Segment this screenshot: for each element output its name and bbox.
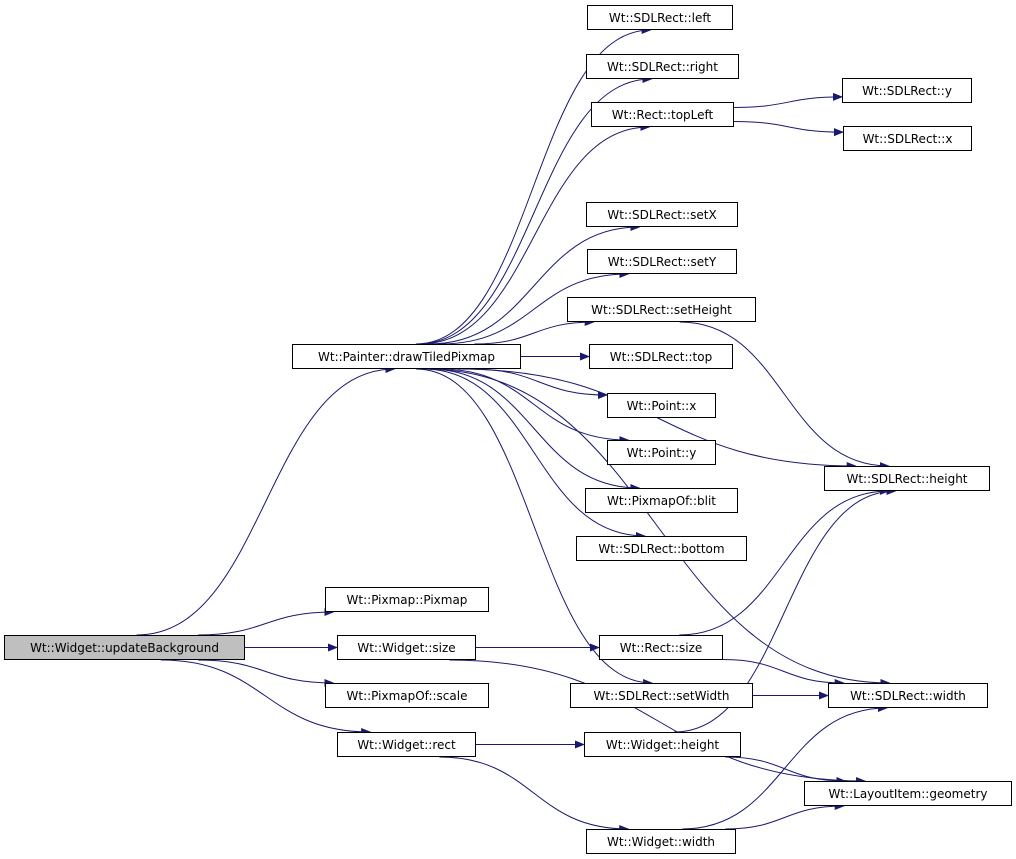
- edge-drawTiledPixmap-to-pointY: [439, 368, 630, 444]
- edge-drawTiledPixmap-to-sdlRight: [417, 75, 653, 345]
- edge-widgetSize-to-layoutGeometry: [449, 659, 867, 785]
- node-sdlrect-set-y[interactable]: Wt::SDLRect::setY: [587, 249, 737, 274]
- node-sdlrect-set-x[interactable]: Wt::SDLRect::setX: [586, 202, 738, 227]
- node-pixmapof-scale[interactable]: Wt::PixmapOf::scale: [325, 683, 489, 708]
- edge-rectTopLeft-to-sdlY: [733, 92, 843, 108]
- edge-widgetRect-to-widgetWidth: [439, 756, 630, 833]
- node-sdlrect-width[interactable]: Wt::SDLRect::width: [828, 683, 988, 708]
- node-painter-draw-tiled-pixmap[interactable]: Wt::Painter::drawTiledPixmap: [292, 344, 521, 369]
- node-layoutitem-geometry[interactable]: Wt::LayoutItem::geometry: [804, 781, 1012, 806]
- edge-rectSize-to-sdlHeight: [679, 487, 890, 636]
- edge-drawTiledPixmap-to-sdlLeft: [415, 26, 652, 345]
- edge-drawTiledPixmap-to-sdlSetHeight: [474, 318, 595, 345]
- edge-drawTiledPixmap-to-sdlSetY: [440, 270, 630, 345]
- node-pixmap-pixmap[interactable]: Wt::Pixmap::Pixmap: [325, 587, 489, 612]
- node-widget-update-background: Wt::Widget::updateBackground: [4, 635, 245, 660]
- edge-rectSize-to-sdlWidth: [722, 659, 845, 687]
- edge-drawTiledPixmap-to-pixmapOfBlit: [428, 368, 641, 492]
- node-widget-size[interactable]: Wt::Widget::size: [337, 635, 476, 660]
- node-widget-height[interactable]: Wt::Widget::height: [584, 732, 741, 757]
- node-rect-size[interactable]: Wt::Rect::size: [599, 635, 723, 660]
- edge-widgetWidth-to-layoutGeometry: [725, 802, 845, 830]
- node-sdlrect-bottom[interactable]: Wt::SDLRect::bottom: [576, 536, 747, 561]
- node-rect-top-left[interactable]: Wt::Rect::topLeft: [591, 102, 734, 127]
- edge-rectTopLeft-to-sdlX: [733, 121, 844, 137]
- edge-drawTiledPixmap-to-rectTopLeft: [419, 123, 651, 345]
- node-sdlrect-right[interactable]: Wt::SDLRect::right: [586, 54, 739, 79]
- edge-drawTiledPixmap-to-sdlWidth: [424, 368, 891, 687]
- edge-drawTiledPixmap-to-sdlBottom: [423, 368, 646, 540]
- node-sdlrect-set-width[interactable]: Wt::SDLRect::setWidth: [570, 683, 753, 708]
- edge-updateBackground-to-pixmapOfScale: [198, 659, 335, 687]
- node-pixmapof-blit[interactable]: Wt::PixmapOf::blit: [585, 488, 738, 513]
- edge-drawTiledPixmap-to-sdlSetWidth: [415, 368, 654, 687]
- edge-updateBackground-to-widgetRect: [160, 659, 372, 736]
- node-sdlrect-x[interactable]: Wt::SDLRect::x: [843, 126, 972, 151]
- edge-drawTiledPixmap-to-sdlSetX: [428, 223, 641, 345]
- node-widget-rect[interactable]: Wt::Widget::rect: [337, 732, 476, 757]
- node-sdlrect-height[interactable]: Wt::SDLRect::height: [824, 466, 990, 491]
- edge-widgetHeight-to-layoutGeometry: [725, 756, 847, 785]
- node-sdlrect-left[interactable]: Wt::SDLRect::left: [587, 5, 733, 30]
- node-widget-width[interactable]: Wt::Widget::width: [586, 829, 736, 854]
- node-sdlrect-set-height[interactable]: Wt::SDLRect::setHeight: [567, 297, 756, 322]
- edge-updateBackground-to-drawTiledPixmap: [136, 365, 396, 636]
- edge-widgetHeight-to-sdlHeight: [673, 487, 897, 733]
- edge-drawTiledPixmap-to-pointX: [471, 368, 608, 400]
- node-point-y[interactable]: Wt::Point::y: [607, 440, 716, 465]
- edge-widgetWidth-to-sdlWidth: [682, 704, 888, 830]
- node-point-x[interactable]: Wt::Point::x: [607, 393, 716, 418]
- edge-updateBackground-to-pixmapPixmap: [198, 608, 335, 636]
- node-sdlrect-top[interactable]: Wt::SDLRect::top: [589, 344, 733, 369]
- node-sdlrect-y[interactable]: Wt::SDLRect::y: [842, 78, 972, 103]
- edge-sdlSetHeight-to-sdlHeight: [679, 321, 890, 470]
